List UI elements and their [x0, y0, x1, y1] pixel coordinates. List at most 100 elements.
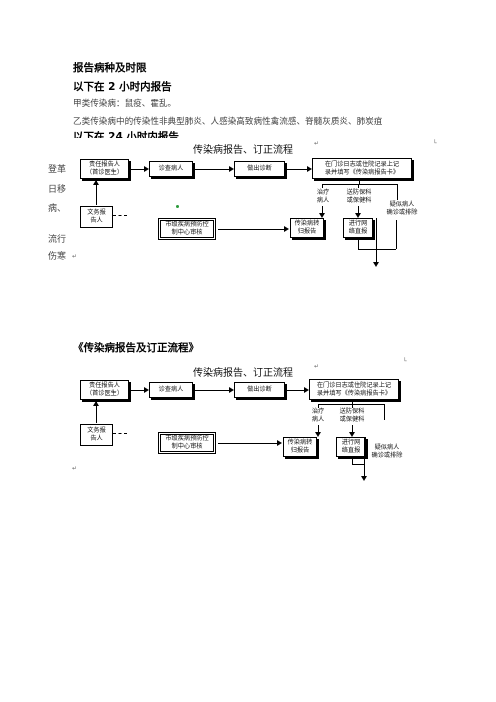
anchor-dot — [176, 205, 179, 208]
arrow-line — [358, 239, 359, 249]
box-line: 或保健科 — [346, 197, 372, 204]
box-line: 疑似病人 — [374, 444, 400, 452]
box-register-report-card: 在门诊日志或住院记录上记 录并填写《传染病报告卡》 — [309, 379, 399, 400]
box-line: 治疗 — [316, 189, 330, 197]
label-send-prevention: 送防保科 或保健科 — [335, 407, 369, 425]
box-line: 文务报 — [87, 427, 106, 435]
box-line: 责任报告人 — [89, 382, 120, 390]
side-text-5: 伤寒 — [48, 252, 67, 262]
box-transfer-report: 传染病转 归报告 — [290, 218, 324, 238]
box-line: 送防保科 — [339, 408, 365, 416]
box-line: 告人 — [90, 217, 103, 224]
box-line: 确诊或排除 — [386, 209, 418, 216]
arrow-head — [355, 213, 361, 218]
corner-mark: └ — [403, 358, 407, 365]
box-line: 做出诊断 — [247, 165, 272, 173]
box-responsible-reporter: 责任报告人 （首诊医生） — [80, 380, 129, 400]
arrow-line — [218, 443, 277, 444]
box-line: 归报告 — [297, 228, 317, 235]
label-treat-patient: 治疗 病人 — [310, 188, 336, 206]
box-line: 在门诊日志或住院记录上记 — [316, 381, 392, 389]
box-line: 或保健科 — [339, 416, 365, 423]
box-online-report: 进行网 络直报 — [343, 218, 373, 238]
arrow-line — [318, 425, 319, 433]
box-line: 录并填写《传染病报告卡》 — [316, 389, 392, 397]
arrow-head — [349, 432, 355, 437]
connector-line — [113, 433, 127, 435]
heading-process-section: 《传染病报告及订正流程》 — [73, 342, 199, 354]
heading-2-hour: 以下在 2 小时内报告 — [73, 81, 172, 93]
arrow-head — [284, 226, 289, 232]
arrow-head — [361, 476, 367, 481]
arrow-line — [352, 425, 353, 433]
arrow-head — [93, 401, 99, 406]
box-line: 市级疾病预防控 — [165, 221, 209, 229]
box-line: 送防保科 — [346, 189, 372, 197]
branch-line — [322, 184, 397, 185]
arrow-head — [315, 432, 321, 437]
box-line: 络直报 — [341, 447, 361, 454]
arrow-line — [195, 390, 229, 391]
branch-line — [318, 404, 319, 408]
arrow-line — [352, 458, 353, 464]
box-line: 诊查病人 — [158, 165, 184, 173]
arrow-head — [307, 166, 312, 172]
branch-line — [358, 184, 359, 188]
side-text-3: 病、 — [48, 204, 67, 214]
connector-line — [113, 215, 127, 217]
arrow-line — [322, 206, 323, 214]
box-line: 进行网 — [341, 439, 361, 447]
branch-line — [318, 404, 384, 405]
arrow-head — [277, 440, 282, 446]
label-send-prevention: 送防保科 或保健科 — [342, 188, 376, 206]
text-class-b: 乙类传染病中的传染性非典型肺炎、人感染高致病性禽流感、脊髓灰质炎、肺炭疽 — [73, 117, 383, 127]
box-line: 告人 — [90, 435, 103, 442]
heading-24-hour: 以下在 24 小时内报告 — [73, 131, 179, 138]
flowchart-title: 传染病报告、订正流程 — [193, 368, 293, 379]
arrow-line — [287, 390, 304, 391]
arrow-line — [96, 402, 97, 423]
corner-mark: └ — [433, 140, 437, 147]
branch-line — [322, 184, 323, 188]
box-line: 确诊或排除 — [371, 452, 403, 459]
side-text-2: 日移 — [48, 185, 67, 195]
arrow-line — [376, 249, 396, 250]
arrow-head — [373, 262, 379, 267]
box-line: 制中心审核 — [171, 229, 203, 236]
box-line: 录并填写《传染病报告卡》 — [324, 168, 400, 176]
arrow-line — [96, 181, 97, 205]
label-suspected-case: 疑似病人 确诊或排除 — [382, 200, 422, 218]
arrow-line — [195, 169, 229, 170]
box-line: 进行网 — [348, 220, 368, 228]
branch-line — [352, 404, 353, 408]
box-make-diagnosis: 做出诊断 — [234, 382, 285, 398]
box-diagnose-patient: 诊查病人 — [149, 161, 193, 177]
box-line: 文务报 — [87, 209, 106, 217]
label-suspected-case: 疑似病人 确诊或排除 — [367, 443, 407, 461]
box-line: 市级疾病预防控 — [165, 435, 209, 443]
box-register-report-card: 在门诊日志或住院记录上记 录并填写《传染病报告卡》 — [312, 158, 412, 179]
side-text-1: 登革 — [48, 165, 67, 175]
box-diagnose-patient: 诊查病人 — [149, 382, 193, 398]
box-clerk-reporter: 文务报 告人 — [80, 206, 113, 228]
arrow-line — [131, 390, 144, 391]
box-line: 诊查病人 — [158, 386, 184, 394]
box-line: 责任报告人 — [89, 161, 120, 169]
arrow-line — [376, 218, 377, 262]
box-line: 做出诊断 — [247, 386, 272, 394]
arrow-head — [319, 213, 325, 218]
arrow-line — [358, 206, 359, 214]
flowchart-title: 传染病报告、订正流程 — [193, 145, 293, 156]
heading-report-types: 报告病种及时限 — [73, 62, 147, 74]
box-responsible-reporter: 责任报告人 （首诊医生） — [80, 159, 129, 179]
arrow-line — [396, 220, 397, 249]
box-line: 治疗 — [311, 408, 325, 416]
box-clerk-reporter: 文务报 告人 — [80, 424, 113, 446]
box-line: 络直报 — [348, 228, 368, 235]
arrow-line — [287, 169, 307, 170]
box-line: 传染病转 — [287, 439, 313, 447]
arrow-head — [144, 387, 149, 393]
box-line: 归报告 — [290, 447, 310, 454]
box-cdc-review: 市级疾病预防控 制中心审核 — [158, 432, 216, 454]
paragraph-mark: ↵ — [72, 465, 78, 472]
